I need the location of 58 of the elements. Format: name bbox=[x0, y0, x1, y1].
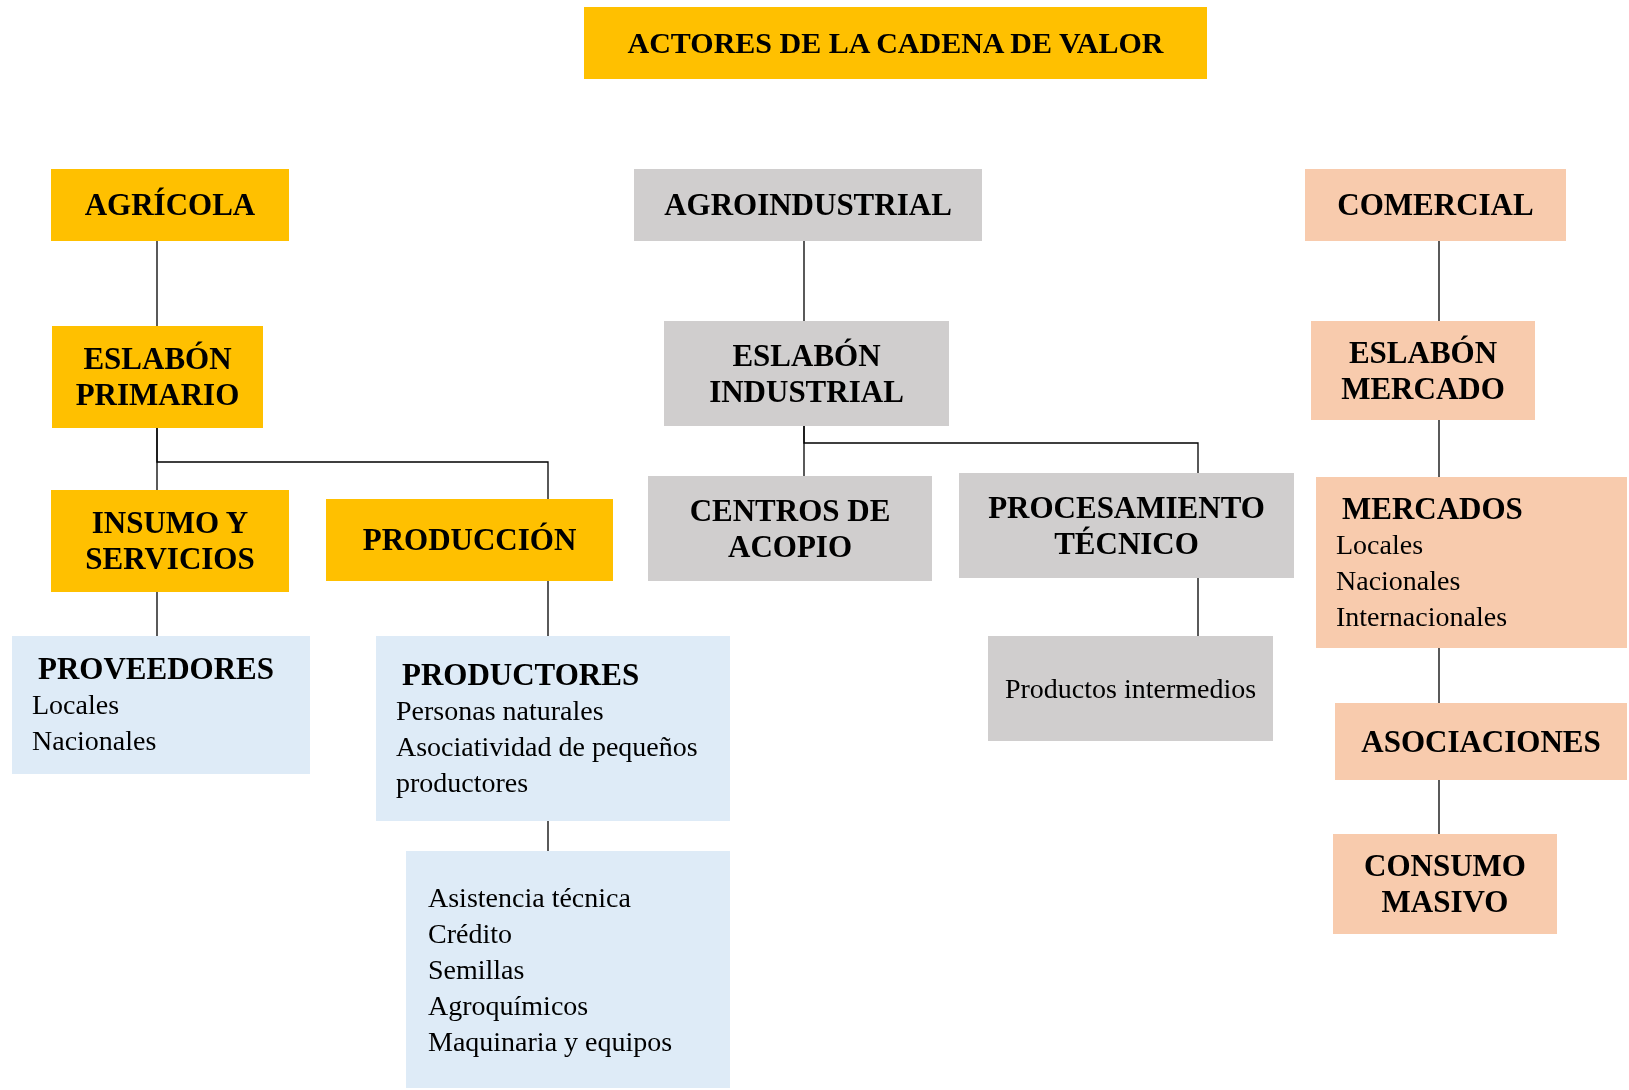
category-box bbox=[52, 326, 263, 428]
node-heading: INSUMO Y SERVICIOS bbox=[84, 505, 256, 577]
connector-line bbox=[1438, 779, 1440, 835]
node-text: Personas naturales bbox=[396, 693, 604, 728]
node-text: Semillas bbox=[428, 952, 525, 987]
node-heading: CONSUMO MASIVO bbox=[1363, 848, 1527, 920]
connector-line bbox=[1438, 240, 1440, 322]
category-box bbox=[1333, 834, 1557, 934]
node-text: Productos intermedios bbox=[1004, 671, 1257, 706]
connector-line bbox=[1438, 647, 1440, 704]
node-text: Asociatividad de pequeños productores bbox=[396, 729, 699, 800]
category-box bbox=[1316, 477, 1627, 648]
connector-line bbox=[803, 240, 805, 322]
node-heading: COMERCIAL bbox=[1337, 187, 1534, 223]
node-text: Crédito bbox=[428, 916, 512, 951]
category-box bbox=[988, 636, 1273, 741]
category-box bbox=[1335, 703, 1627, 780]
category-box bbox=[406, 851, 730, 1088]
node-text: Locales bbox=[32, 688, 120, 722]
category-box bbox=[376, 636, 730, 821]
node-heading: AGRÍCOLA bbox=[84, 187, 256, 223]
node-text: Locales bbox=[1336, 527, 1424, 562]
connector-line bbox=[156, 240, 158, 327]
node-heading: PRODUCTORES bbox=[402, 656, 640, 693]
node-heading: ASOCIACIONES bbox=[1361, 723, 1601, 760]
category-box bbox=[1305, 169, 1566, 241]
category-box bbox=[634, 169, 982, 241]
title-banner: ACTORES DE LA CADENA DE VALOR bbox=[584, 7, 1207, 79]
node-heading: MERCADOS bbox=[1342, 490, 1523, 527]
node-text: Agroquímicos bbox=[428, 988, 589, 1023]
node-heading: PRODUCCIÓN bbox=[362, 522, 577, 558]
category-box bbox=[959, 473, 1294, 578]
category-box bbox=[648, 476, 932, 581]
category-box bbox=[326, 499, 613, 581]
node-heading: PROCESAMIENTO TÉCNICO bbox=[987, 489, 1266, 562]
node-text: Internacionales bbox=[1336, 599, 1508, 634]
category-box bbox=[51, 169, 289, 241]
connector-line bbox=[156, 427, 549, 500]
category-box bbox=[12, 636, 310, 774]
category-box bbox=[664, 321, 949, 426]
node-heading: ESLABÓN INDUSTRIAL bbox=[708, 337, 905, 410]
node-heading: ESLABÓN PRIMARIO bbox=[74, 341, 241, 413]
category-box bbox=[51, 490, 289, 592]
node-heading: ESLABÓN MERCADO bbox=[1340, 334, 1506, 407]
node-text: Nacionales bbox=[32, 724, 157, 758]
node-heading: PROVEEDORES bbox=[38, 651, 274, 687]
connector-line bbox=[1438, 419, 1440, 478]
node-text: Maquinaria y equipos bbox=[428, 1024, 673, 1059]
connector-line bbox=[547, 580, 549, 637]
node-text: Nacionales bbox=[1336, 563, 1461, 598]
node-heading: AGROINDUSTRIAL bbox=[664, 187, 952, 223]
connector-line bbox=[1197, 577, 1199, 637]
node-text: Asistencia técnica bbox=[428, 880, 631, 915]
node-heading: CENTROS DE ACOPIO bbox=[688, 492, 892, 565]
connector-line bbox=[803, 425, 1199, 474]
connector-line bbox=[547, 820, 549, 852]
connector-line bbox=[156, 591, 158, 637]
category-box bbox=[1311, 321, 1535, 420]
